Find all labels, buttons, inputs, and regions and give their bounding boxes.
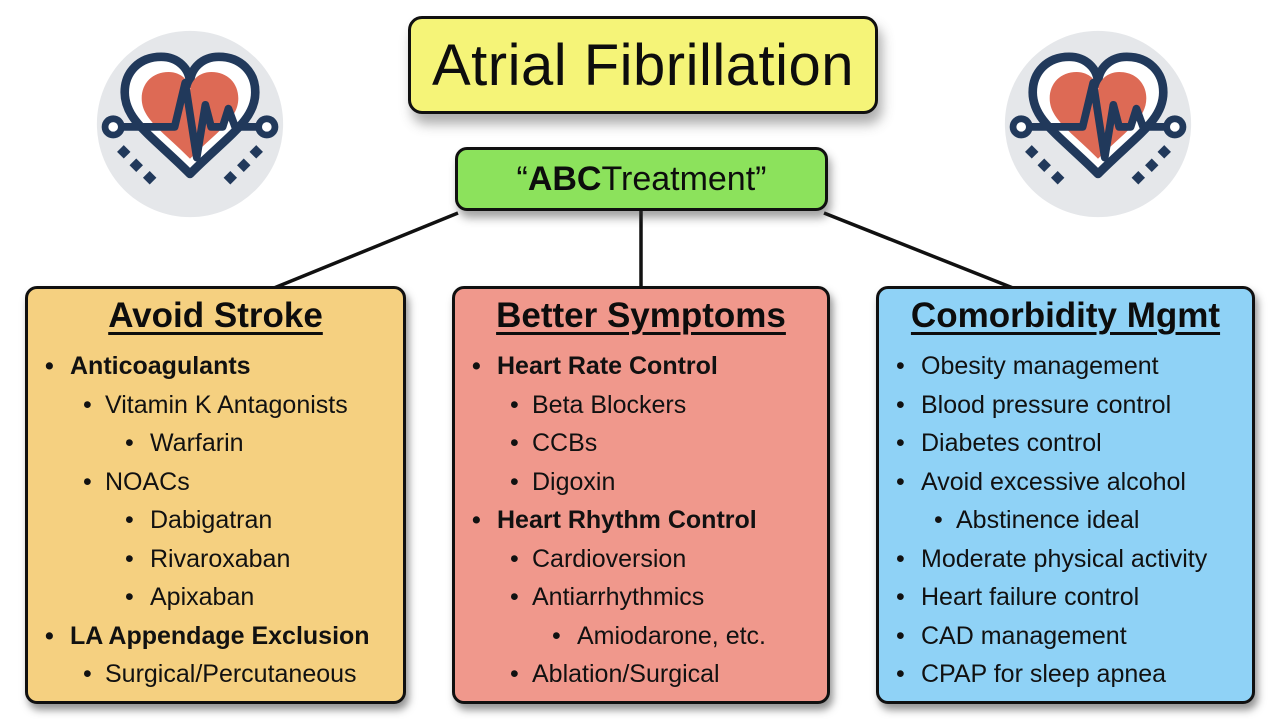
list-item: CAD management [879,617,1252,656]
list-item: Apixaban [28,578,403,617]
list-item: Rivaroxaban [28,540,403,579]
avoid-stroke-list: Anticoagulants Vitamin K Antagonists War… [28,347,403,694]
list-item: Blood pressure control [879,386,1252,425]
list-item: Amiodarone, etc. [455,617,827,656]
list-item: Beta Blockers [455,386,827,425]
list-item: Antiarrhythmics [455,578,827,617]
list-item: CCBs [455,424,827,463]
avoid-stroke-box: Avoid Stroke Anticoagulants Vitamin K An… [25,286,406,704]
list-item: Moderate physical activity [879,540,1252,579]
list-item: LA Appendage Exclusion [28,617,403,656]
list-item: Diabetes control [879,424,1252,463]
heart-ekg-icon [1002,28,1194,220]
list-item: NOACs [28,463,403,502]
list-item: Avoid excessive alcohol [879,463,1252,502]
list-item: Anticoagulants [28,347,403,386]
comorbidity-mgmt-list: Obesity management Blood pressure contro… [879,347,1252,694]
list-item: Obesity management [879,347,1252,386]
better-symptoms-list: Heart Rate Control Beta Blockers CCBs Di… [455,347,827,694]
page-title: Atrial Fibrillation [431,32,855,98]
list-item: Heart Rate Control [455,347,827,386]
subtitle-box: “ABC Treatment” [455,147,828,211]
list-item: Surgical/Percutaneous [28,655,403,694]
list-item: Heart Rhythm Control [455,501,827,540]
subtitle-treatment-label: Treatment” [601,159,767,198]
list-item: Vitamin K Antagonists [28,386,403,425]
list-item: Abstinence ideal [879,501,1252,540]
list-item: Dabigatran [28,501,403,540]
list-item: Digoxin [455,463,827,502]
comorbidity-mgmt-box: Comorbidity Mgmt Obesity management Bloo… [876,286,1255,704]
avoid-stroke-heading: Avoid Stroke [108,296,323,335]
list-item: CPAP for sleep apnea [879,655,1252,694]
better-symptoms-heading: Better Symptoms [496,296,786,335]
better-symptoms-box: Better Symptoms Heart Rate Control Beta … [452,286,830,704]
subtitle-abc-label: ABC [527,159,602,198]
list-item: Cardioversion [455,540,827,579]
list-item: Heart failure control [879,578,1252,617]
list-item: Warfarin [28,424,403,463]
heart-ekg-icon [94,28,286,220]
subtitle-open-quote: “ [516,159,528,198]
comorbidity-mgmt-heading: Comorbidity Mgmt [910,296,1221,335]
list-item: Ablation/Surgical [455,655,827,694]
title-box: Atrial Fibrillation [408,16,878,114]
